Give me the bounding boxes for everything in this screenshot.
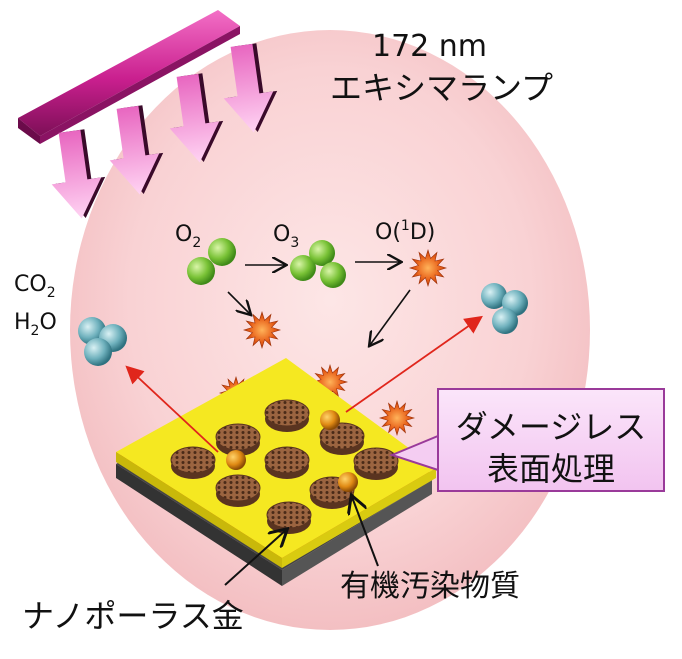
- porous-gold-disk-icon: [215, 474, 261, 507]
- callout-line2: 表面処理: [486, 450, 615, 488]
- porous-gold-disk-icon: [215, 423, 261, 456]
- desorption-arrow-left: [125, 365, 219, 453]
- excimer-lamp-icon: [18, 10, 240, 144]
- desorbed-molecule-icon: [481, 283, 528, 334]
- porous-gold-disk-icon: [264, 446, 310, 479]
- active-oxygen-star-icon: [408, 248, 448, 288]
- co2-h2o-molecule-icon: [78, 317, 127, 366]
- o3-label: O3: [273, 222, 300, 251]
- nanoporous-gold-disks: [170, 399, 399, 534]
- porous-gold-disk-icon: [264, 399, 310, 432]
- lamp-name: エキシマランプ: [330, 69, 554, 107]
- active-oxygen-star-icon: [378, 399, 416, 437]
- leader-nanoporous-gold: [224, 530, 286, 586]
- arrow-o1d-to-surface: [370, 289, 411, 345]
- callout-line1: ダメージレス: [455, 408, 647, 446]
- active-oxygen-star-icon: [242, 310, 282, 350]
- o3-molecule-icon: [290, 240, 346, 288]
- nanoporous-gold-label: ナノポーラス金: [22, 597, 244, 635]
- co2-label: CO2: [14, 272, 56, 301]
- desorption-arrow-right: [345, 315, 483, 413]
- porous-gold-disk-icon: [353, 447, 399, 480]
- lamp-wavelength: 172 nm: [372, 29, 488, 64]
- porous-gold-disk-icon: [170, 446, 216, 479]
- organic-contaminant-icon: [226, 410, 358, 492]
- organic-contaminant-label: 有機汚染物質: [340, 569, 520, 604]
- o2-label: O2: [175, 222, 202, 251]
- arrow-o2-to-active: [227, 291, 250, 314]
- damageless-callout: ダメージレス 表面処理: [437, 388, 665, 492]
- h2o-label: H2O: [14, 310, 57, 339]
- leader-organic-contaminant: [352, 497, 379, 567]
- uv-arrows-icon: [51, 43, 278, 219]
- o2-molecule-icon: [187, 238, 236, 285]
- porous-gold-disk-icon: [266, 501, 312, 534]
- o1d-label: O(1D): [375, 218, 436, 245]
